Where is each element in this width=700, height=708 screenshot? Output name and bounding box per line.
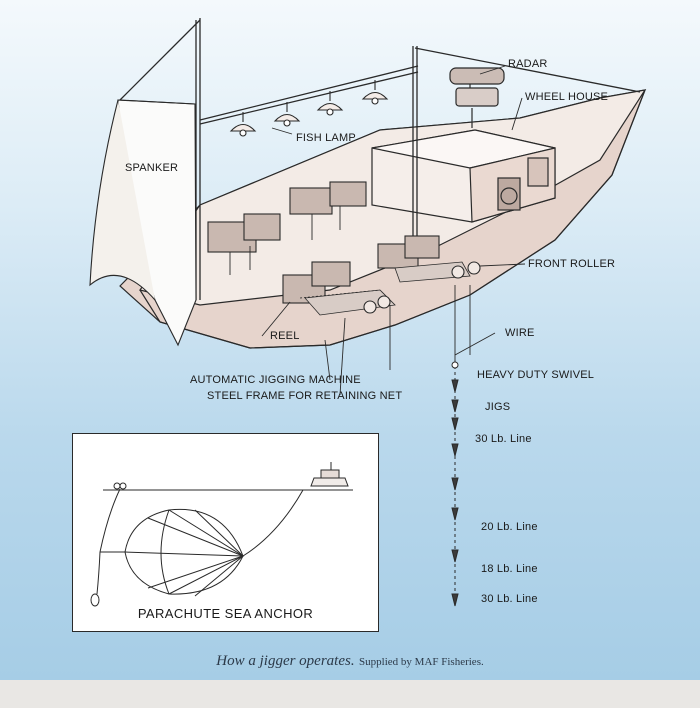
sea-anchor-diagram — [90, 462, 353, 607]
label-wire: WIRE — [505, 327, 535, 339]
retaining-nets — [299, 261, 471, 316]
inset-title: PARACHUTE SEA ANCHOR — [137, 606, 314, 621]
spanker-sail — [89, 99, 197, 347]
label-automatic-jigging-machine: AUTOMATIC JIGGING MACHINE — [190, 374, 361, 386]
radar-unit — [449, 67, 505, 128]
caption-credit: Supplied by MAF Fisheries. — [359, 656, 484, 668]
rollers — [363, 261, 481, 314]
boat-hull — [119, 89, 647, 349]
label-front-roller: FRONT ROLLER — [528, 258, 616, 270]
label-reel: REEL — [270, 330, 300, 342]
label-30lb-line-lower: 30 Lb. Line — [481, 593, 538, 605]
label-20lb-line: 20 Lb. Line — [481, 521, 538, 533]
leader-lines — [261, 65, 526, 396]
label-heavy-duty-swivel: HEAVY DUTY SWIVEL — [477, 369, 595, 381]
figure-caption: How a jigger operates. Supplied by MAF F… — [0, 652, 700, 670]
jigger-boat-illustration — [89, 18, 647, 607]
parachute-sea-anchor-inset: PARACHUTE SEA ANCHOR — [72, 433, 379, 632]
label-steel-frame: STEEL FRAME FOR RETAINING NET — [207, 390, 403, 402]
label-radar: RADAR — [508, 58, 548, 70]
label-30lb-line-upper: 30 Lb. Line — [475, 433, 532, 445]
label-spanker: SPANKER — [125, 162, 179, 174]
hanging-jig-line — [451, 360, 459, 607]
label-fish-lamp: FISH LAMP — [296, 132, 356, 144]
jigging-machines — [207, 181, 440, 304]
illustration-panel: RADAR WHEEL HOUSE SPANKER FISH LAMP FRON… — [0, 0, 700, 680]
label-18lb-line: 18 Lb. Line — [481, 563, 538, 575]
label-wheel-house: WHEEL HOUSE — [525, 91, 609, 103]
label-jigs: JIGS — [485, 401, 511, 413]
wheel-house — [371, 129, 556, 223]
caption-main: How a jigger operates. — [216, 653, 355, 669]
fish-lamps — [229, 80, 389, 137]
